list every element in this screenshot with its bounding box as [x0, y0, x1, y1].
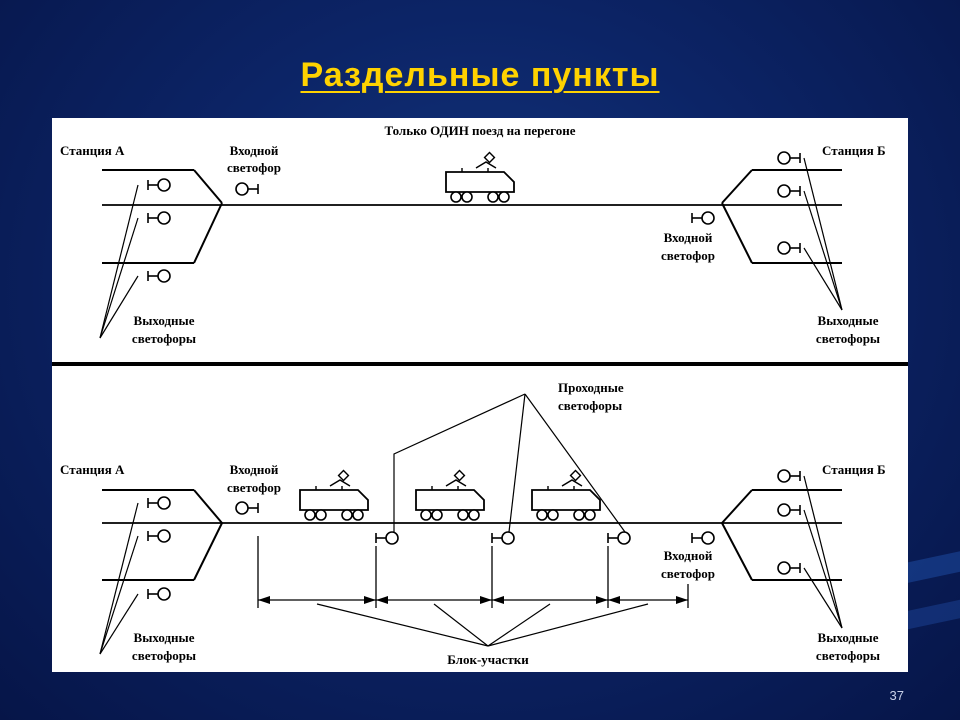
exit-signal-icon — [777, 184, 801, 198]
train-icon — [445, 151, 515, 203]
exit-signals-right-pointers — [803, 475, 843, 629]
exit-signals-right-pointers — [803, 157, 843, 311]
dimension-arrowheads — [258, 596, 688, 604]
exit-signals-label: Выходные — [818, 313, 879, 328]
train-icon — [415, 469, 485, 521]
station-b-label: Станция Б — [822, 143, 886, 158]
exit-signal-icon — [777, 561, 801, 575]
exit-signals-left-pointers — [99, 502, 139, 655]
entry-signal-icon — [691, 531, 715, 545]
single-train-caption: Только ОДИН поезд на перегоне — [385, 123, 576, 138]
top-diagram: Только ОДИН поезд на перегоне Станция А … — [60, 123, 886, 346]
station-b-label: Станция Б — [822, 462, 886, 477]
entry-signal-icon — [235, 501, 259, 515]
exit-signal-icon — [147, 178, 171, 192]
station-a-label: Станция А — [60, 462, 125, 477]
railway-diagram: Только ОДИН поезд на перегоне Станция А … — [52, 123, 908, 667]
entry-signal-label: Входной — [664, 230, 713, 245]
exit-signal-icon — [147, 529, 171, 543]
passing-signal-icon — [607, 531, 631, 545]
exit-signals-label: Выходные — [134, 630, 195, 645]
block-sections-dimensions — [257, 536, 689, 608]
exit-signals-label: светофоры — [816, 648, 880, 663]
train-icon — [531, 469, 601, 521]
passing-signals-label: Проходные — [558, 380, 624, 395]
slide-title: Раздельные пункты — [300, 56, 660, 94]
block-sections-label: Блок-участки — [447, 652, 529, 667]
train-icon — [299, 469, 369, 521]
exit-signals-label: светофоры — [132, 331, 196, 346]
entry-signal-label: Входной — [664, 548, 713, 563]
passing-signal-icon — [375, 531, 399, 545]
exit-signal-icon — [147, 496, 171, 510]
passing-signal-icon — [491, 531, 515, 545]
block-sections-pointers — [316, 603, 649, 647]
exit-signal-icon — [147, 587, 171, 601]
exit-signal-icon — [777, 151, 801, 165]
exit-signal-icon — [777, 469, 801, 483]
exit-signals-left-pointers — [99, 184, 139, 339]
exit-signals-label: Выходные — [134, 313, 195, 328]
page-number: 37 — [889, 688, 904, 703]
entry-signal-label: светофор — [661, 248, 715, 263]
entry-signal-icon — [691, 211, 715, 225]
entry-signal-label: светофор — [227, 160, 281, 175]
exit-signal-icon — [147, 211, 171, 225]
exit-signal-icon — [777, 503, 801, 517]
entry-signal-label: Входной — [230, 143, 279, 158]
passing-signals-label: светофоры — [558, 398, 622, 413]
entry-signal-label: светофор — [661, 566, 715, 581]
passing-signals-pointers — [393, 393, 626, 533]
entry-signal-label: светофор — [227, 480, 281, 495]
exit-signals-label: светофоры — [132, 648, 196, 663]
exit-signals-label: Выходные — [818, 630, 879, 645]
entry-signal-label: Входной — [230, 462, 279, 477]
exit-signals-label: светофоры — [816, 331, 880, 346]
station-a-label: Станция А — [60, 143, 125, 158]
exit-signal-icon — [777, 241, 801, 255]
diagram-canvas: Только ОДИН поезд на перегоне Станция А … — [52, 118, 908, 672]
station-a-tracks — [102, 489, 842, 581]
exit-signal-icon — [147, 269, 171, 283]
station-a-tracks — [102, 169, 842, 264]
bottom-diagram: Проходные светофоры Станция А Станция Б — [60, 380, 886, 667]
entry-signal-icon — [235, 182, 259, 196]
